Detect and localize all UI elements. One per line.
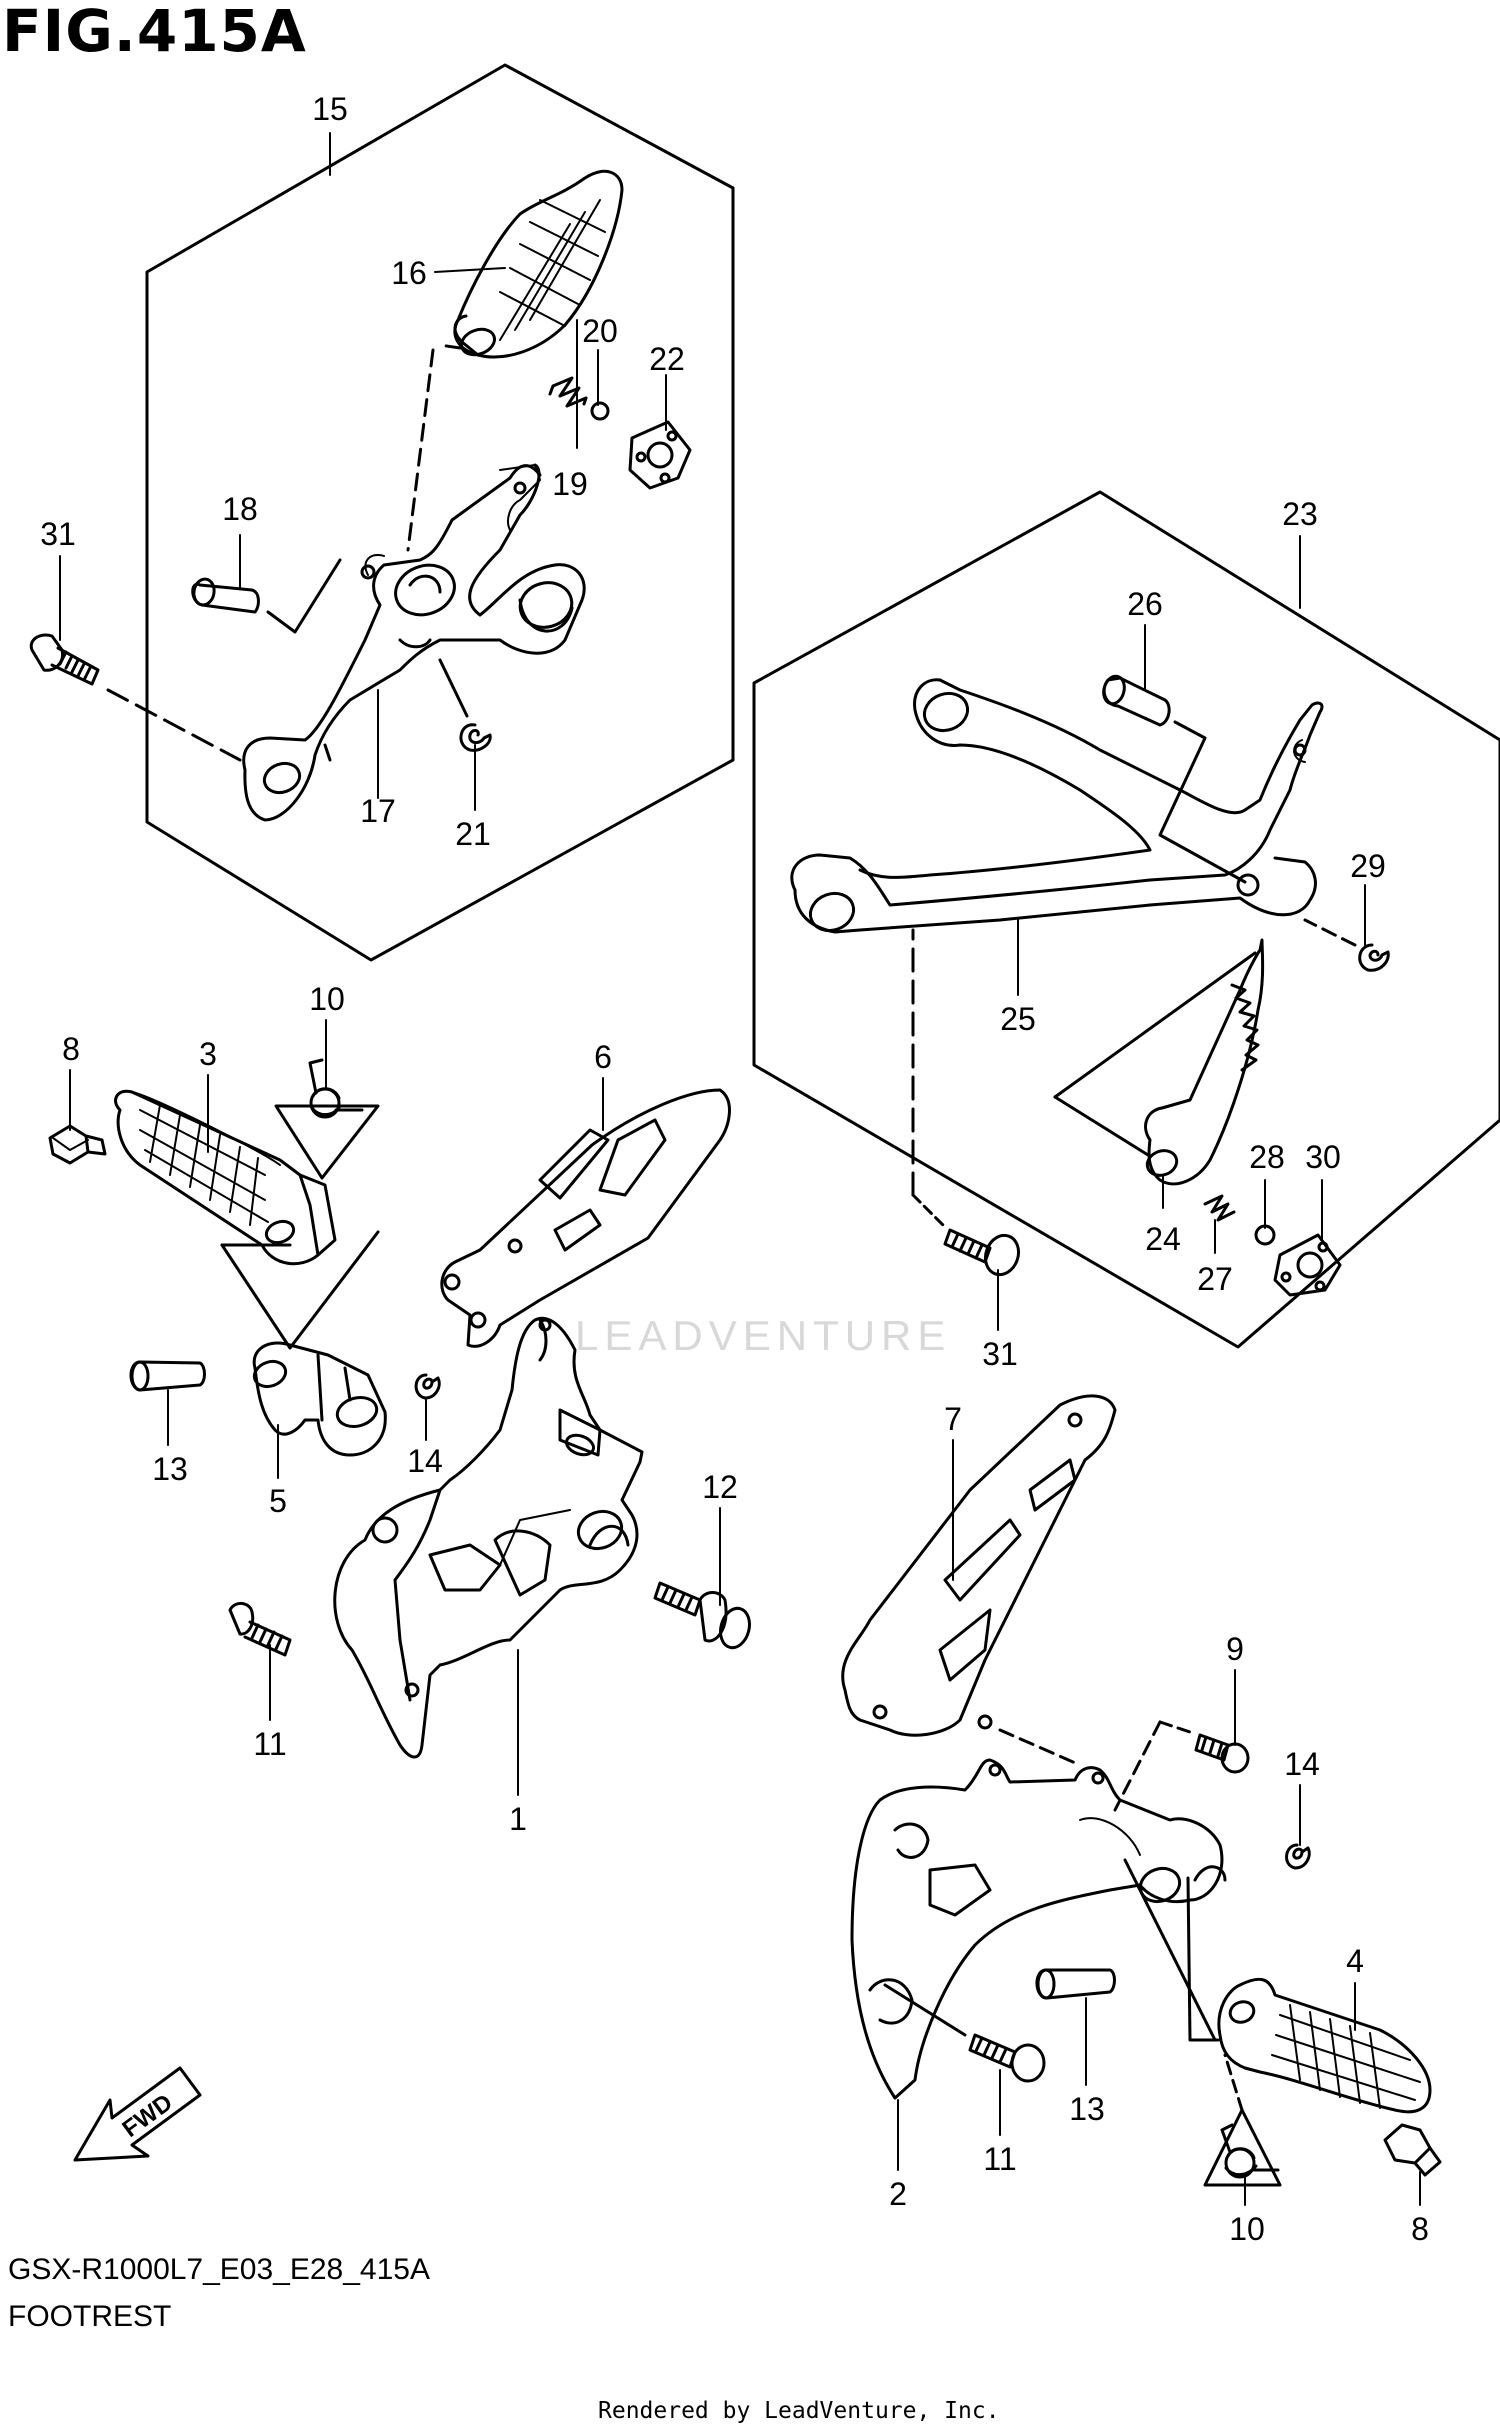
part-16-footpeg [453,169,624,359]
kit-23-outline [752,490,1500,1349]
callout-13-right: 13 [1069,2091,1105,2127]
callout-28: 28 [1249,1139,1285,1175]
part-25-bracket [790,678,1324,934]
part-26-pin [1102,674,1171,727]
callout-10-lower: 10 [1229,2211,1265,2247]
callout-26: 26 [1127,586,1163,622]
callout-9: 9 [1226,1631,1244,1667]
callout-11-left: 11 [253,1726,286,1762]
callout-20: 20 [582,313,618,349]
part-9-bolt [1194,1733,1250,1774]
part-30-plate [1273,1233,1342,1297]
part-19-spring [548,376,588,408]
callout-13-left: 13 [152,1451,188,1487]
callout-29: 29 [1350,848,1386,884]
kit-15-outline [145,63,735,962]
render-credit: Rendered by LeadVenture, Inc. [598,2398,1000,2424]
part-2-bracket [850,1758,1227,2100]
part-11-bolt-left [228,1602,292,1657]
callout-8-upper: 8 [62,1031,80,1067]
part-8-nut-upper [48,1124,107,1165]
callout-6: 6 [594,1039,612,1075]
part-18-pin [191,577,260,614]
part-13-pin-right [1035,1968,1116,2000]
part-10-spring-upper [308,1058,364,1119]
part-29-ering [1358,943,1390,972]
part-6-heelguard [440,1088,731,1348]
part-5-pivot [252,1341,387,1457]
part-7-heelguard [841,1394,1117,1737]
page-label: FOOTREST [8,2300,172,2333]
part-1-bracket [333,1316,644,1759]
figure-title: FIG.415A [2,0,307,65]
part-14-ering-right [1285,1843,1311,1870]
callout-31-right: 31 [982,1336,1018,1372]
callout-18: 18 [222,491,258,527]
part-21-ering [459,723,492,752]
part-14-ering-left [414,1373,441,1400]
part-27-spring [1203,1194,1236,1222]
part-31-bolt-right [943,1228,1021,1277]
callout-30: 30 [1305,1139,1341,1175]
callout-15: 15 [312,91,348,127]
callout-14-left: 14 [407,1443,443,1479]
callout-19: 19 [552,466,588,502]
part-11-bolt-right [968,2033,1046,2083]
callout-16: 16 [391,255,427,291]
part-4-footpeg [1217,1977,1432,2114]
callout-11-right: 11 [983,2141,1016,2177]
callout-3: 3 [199,1036,217,1072]
watermark-text: LEADVENTURE [575,1312,952,1359]
callout-5: 5 [269,1483,287,1519]
part-13-pin-left [129,1360,206,1392]
callout-23: 23 [1282,496,1318,532]
callout-21: 21 [455,816,491,852]
callout-27: 27 [1197,1261,1233,1297]
part-31-bolt-upper [29,633,100,686]
callout-2: 2 [889,2176,907,2212]
callout-14-right: 14 [1284,1746,1320,1782]
callout-1: 1 [509,1801,527,1837]
part-24-footpeg [1144,938,1265,1186]
part-3-footpeg [114,1089,337,1266]
part-8-nut-lower [1383,2123,1442,2177]
callout-4: 4 [1346,1943,1364,1979]
part-12-bolt [653,1581,751,1650]
part-17-bracket [242,463,586,822]
callout-7: 7 [944,1401,962,1437]
fwd-arrow-icon [73,2066,202,2162]
callout-31-upper: 31 [40,516,76,552]
part-20-ball [590,401,610,421]
model-code: GSX-R1000L7_E03_E28_415A [8,2253,430,2286]
callout-17: 17 [360,793,396,829]
part-22-plate [628,420,692,490]
callout-8-lower: 8 [1411,2211,1429,2247]
callout-22: 22 [649,341,685,377]
callout-24: 24 [1145,1221,1181,1257]
part-10-spring-lower [1220,2123,1280,2179]
callout-12: 12 [702,1469,738,1505]
callout-25: 25 [1000,1001,1036,1037]
callout-10-upper: 10 [309,981,345,1017]
